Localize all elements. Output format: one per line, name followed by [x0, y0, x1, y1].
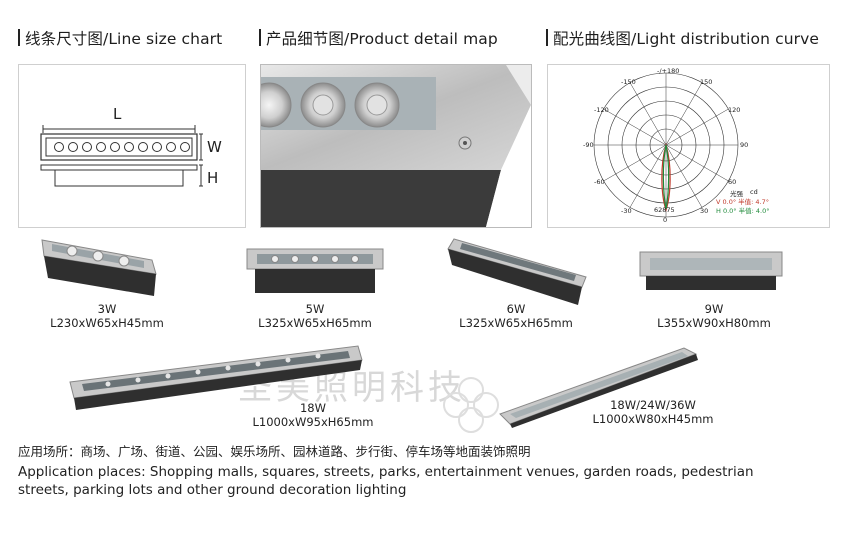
product-power: 6W [506, 302, 526, 316]
product-dims: L1000xW80xH45mm [592, 412, 714, 426]
width-label: W [207, 138, 222, 156]
polar-angle-label: -150 [621, 78, 636, 86]
polar-angle-label: -60 [594, 178, 605, 186]
polar-angle-label: 90 [740, 141, 749, 149]
polar-unit: cd [750, 188, 758, 196]
polar-legend-title: 光强 [730, 190, 743, 198]
polar-angle-label: -30 [621, 207, 632, 215]
polar-angle-label: 30 [700, 207, 709, 215]
header-size-chart: 线条尺寸图/Line size chart [25, 30, 223, 48]
light-curve-panel: -/+180 -150 -120 -90 -60 -30 150 120 90 … [547, 64, 830, 228]
polar-legend-v: V 0.0° 半值: 4.7° [716, 198, 770, 206]
application-places-cn: 应用场所：商场、广场、街道、公园、娱乐场所、园林道路、步行街、停车场等地面装饰照… [18, 444, 531, 459]
polar-angle-label: 60 [728, 178, 737, 186]
header-detail-map: 产品细节图/Product detail map [266, 30, 498, 48]
product-9w-image [639, 251, 783, 290]
polar-angle-label: -90 [583, 141, 594, 149]
header-light-curve: 配光曲线图/Light distribution curve [553, 30, 820, 48]
header-divider [18, 29, 20, 46]
header-divider [259, 29, 261, 46]
product-power: 3W [97, 302, 117, 316]
polar-legend-h: H 0.0° 半值: 4.0° [716, 207, 770, 215]
product-18w-24w-36w-image [499, 347, 698, 428]
application-places-en-line2: streets, parking lots and other ground d… [18, 482, 407, 498]
polar-intensity-value: 62875 [654, 206, 675, 214]
detail-map-photo [260, 64, 532, 228]
product-power: 5W [305, 302, 325, 316]
fixture-closeup-image [261, 65, 531, 227]
watermark-flower-logo [443, 377, 499, 433]
height-label: H [207, 169, 219, 187]
product-dims: L325xW65xH65mm [258, 316, 372, 330]
size-chart-panel: L W H [18, 64, 246, 228]
polar-top-label: -/+180 [657, 67, 680, 75]
product-power: 9W [704, 302, 724, 316]
polar-chart [593, 72, 739, 218]
product-power: 18W/24W/36W [610, 398, 696, 412]
product-6w-image [447, 238, 587, 305]
product-dims: L230xW65xH45mm [50, 316, 164, 330]
length-label: L [113, 105, 122, 123]
polar-bottom-label: 0 [663, 216, 668, 224]
application-places-en-line1: Application places: Shopping malls, squa… [18, 464, 754, 480]
product-power: 18W [299, 401, 326, 415]
size-chart-drawing [40, 125, 203, 187]
product-dims: L355xW90xH80mm [657, 316, 771, 330]
polar-angle-label: 120 [728, 106, 741, 114]
header-divider [546, 29, 548, 46]
polar-angle-label: -120 [594, 106, 609, 114]
product-18w-image [69, 345, 363, 410]
product-5w-image [246, 248, 384, 293]
product-3w-image [41, 239, 157, 296]
polar-angle-label: 150 [700, 78, 713, 86]
product-dims: L325xW65xH65mm [459, 316, 573, 330]
product-dims: L1000xW95xH65mm [252, 415, 374, 429]
